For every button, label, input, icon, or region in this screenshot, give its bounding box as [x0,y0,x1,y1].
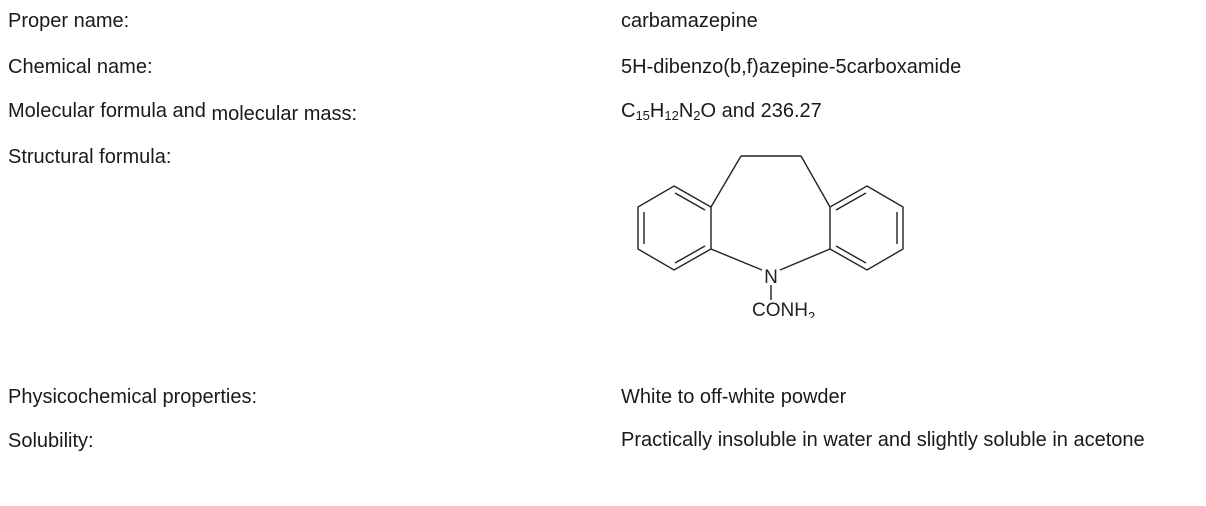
chemical-name-value: 5H-dibenzo(b,f)azepine-5carboxamide [621,56,962,78]
carboxamide-group-label: CONH2 [752,300,815,318]
formula-element: C15 [621,100,650,123]
proper-name-label: Proper name: [8,10,130,32]
formula-subscript: 12 [664,108,679,123]
right-benzene-ring [829,185,904,271]
formula-element: O [700,100,717,122]
formula-element: N2 [678,100,701,123]
molecular-formula: C15H12N2O [621,100,717,123]
left-ring-inner-bond-c [674,245,706,264]
left-ring-inner-bond-b [674,192,706,211]
molecular-label: Molecular formula and molecular mass: [8,100,358,125]
nitrogen-atom-label: N [764,267,778,288]
molecular-label-main: Molecular formula and [8,100,206,122]
molecular-mass: and 236.27 [721,100,822,122]
formula-subscript: 2 [693,108,701,123]
right-ring-inner-bond-b [835,192,867,211]
solubility-label: Solubility: [8,430,94,452]
carboxamide-main: CONH [752,300,808,318]
left-benzene-ring [637,185,712,271]
bridge-bond-right [800,155,831,208]
formula-subscript: 15 [635,108,650,123]
proper-name-value: carbamazepine [621,10,758,32]
molecular-value: C15H12N2O and 236.27 [621,100,822,123]
formula-element: H12 [649,100,679,123]
physicochemical-value: White to off-white powder [621,386,847,408]
structural-formula-label: Structural formula: [8,146,172,168]
structural-formula-diagram: N CONH2 [637,155,904,318]
right-ring-inner-bond-c [835,245,867,264]
n-bond-left [710,248,763,271]
chemical-name-label: Chemical name: [8,56,153,78]
solubility-value: Practically insoluble in water and sligh… [621,429,1145,451]
carboxamide-sub: 2 [808,309,815,318]
molecular-label-tail: molecular mass: [211,103,358,125]
n-bond-right [779,248,831,271]
physicochemical-label: Physicochemical properties: [8,386,257,408]
bridge-bond-left [710,155,742,208]
